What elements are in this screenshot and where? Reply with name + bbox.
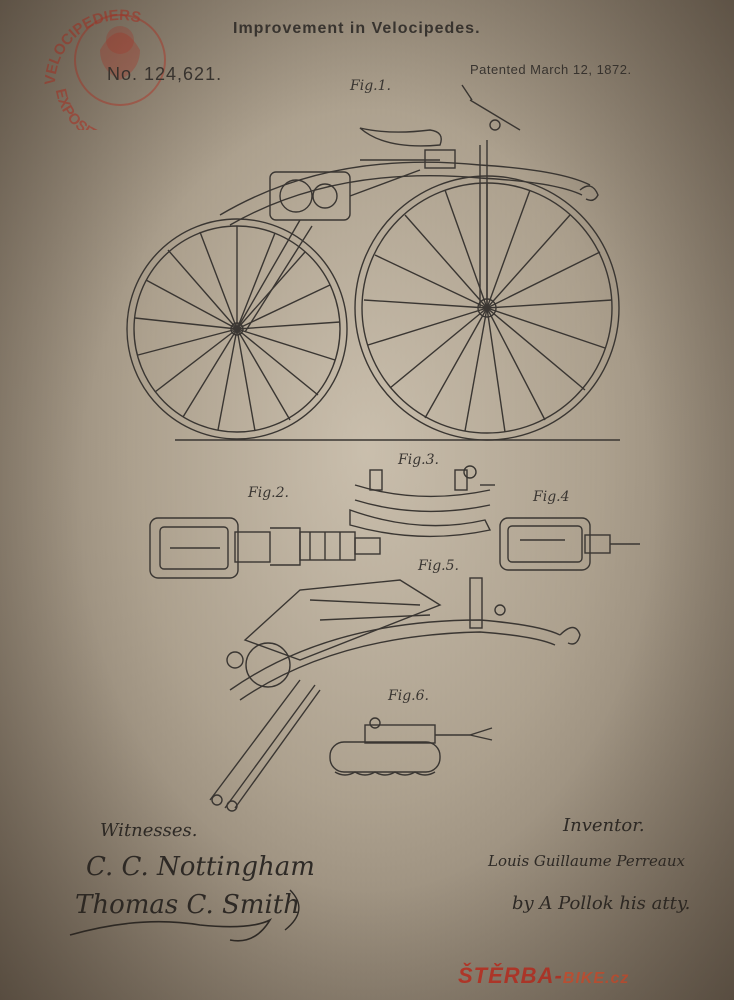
watermark-sub: BIKE.cz <box>562 970 630 987</box>
fig-3-drawing <box>349 465 495 538</box>
witnesses-label: Witnesses. <box>100 820 198 841</box>
witness-signature-1: C. C. Nottingham <box>86 852 315 882</box>
signature-underline <box>284 889 300 931</box>
fig-6-label: Fig.6. <box>388 688 429 704</box>
fig-1-velocipede-drawing <box>126 84 620 441</box>
patent-date: Patented March 12, 1872. <box>470 62 632 77</box>
patent-number: No. 124,621. <box>107 64 223 84</box>
watermark-main: ŠTĚRBA- <box>458 963 563 988</box>
attorney-signature: by A Pollok his atty. <box>512 893 691 914</box>
fig-6-drawing <box>329 717 493 776</box>
fig-1-label: Fig.1. <box>350 78 391 94</box>
signature-flourish <box>69 918 273 942</box>
fig-4-label: Fig.4 <box>533 489 570 505</box>
fig-3-label: Fig.3. <box>398 452 439 468</box>
inventor-label: Inventor. <box>563 815 645 836</box>
fig-5-drawing <box>209 577 581 812</box>
fig-2-drawing <box>149 517 381 579</box>
inventor-signature: Louis Guillaume Perreaux <box>488 852 685 870</box>
fig-5-label: Fig.5. <box>418 558 459 574</box>
witness-signature-2: Thomas C. Smith <box>75 890 300 920</box>
fig-2-label: Fig.2. <box>248 485 289 501</box>
patent-title: Improvement in Velocipedes. <box>233 20 481 37</box>
sterba-bike-watermark[interactable]: ŠTĚRBA-BIKE.cz <box>458 963 629 989</box>
exposition-stamp: VELOCIPEDIERS EXPOSITION 2 <box>42 7 166 130</box>
fig-4-drawing <box>499 517 640 571</box>
